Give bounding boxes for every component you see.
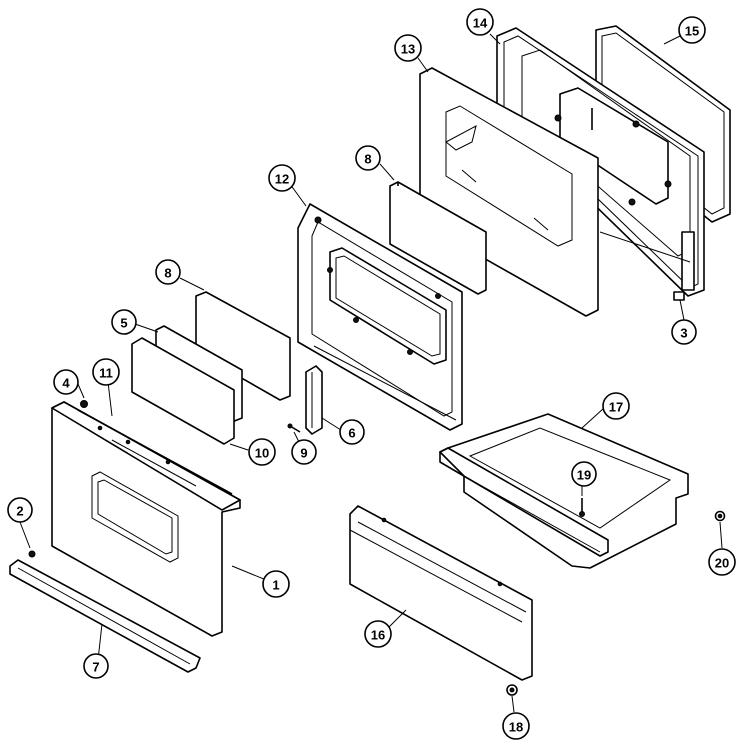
callout-4-label: 4 [62,376,70,391]
callout-4: 4 [53,369,79,395]
part-screw-9 [287,423,301,433]
callout-8-upper: 8 [355,145,381,171]
part-glass-front [131,337,235,445]
callout-18: 18 [502,712,530,740]
part-screw-19 [579,498,585,517]
callout-1-label: 1 [272,578,279,593]
part-nut-18 [506,684,518,696]
callout-2-label: 2 [16,504,23,519]
part-nut-20 [714,510,726,522]
callout-14-label: 14 [473,16,488,31]
callout-20-label: 20 [715,556,729,571]
part-hinge-bracket [305,365,323,435]
part-drawer-front [349,505,533,681]
callout-10: 10 [248,438,276,466]
callout-12-label: 12 [275,172,289,187]
callout-13-label: 13 [401,42,415,57]
callout-10-label: 10 [255,446,269,461]
callout-19: 19 [571,461,597,487]
callout-3-label: 3 [680,326,687,341]
part-inner-door-liner [496,27,705,297]
part-trim-strip [77,409,233,495]
callout-19-label: 19 [577,468,591,483]
callout-3: 3 [671,319,697,345]
callout-7: 7 [83,653,109,679]
callout-15: 15 [678,16,706,44]
callout-1: 1 [262,570,290,598]
callout-6: 6 [339,419,365,445]
part-glass-upper [389,181,487,295]
callout-8-middle-label: 8 [164,266,171,281]
part-door-inner-panel [297,203,463,431]
callout-18-label: 18 [509,720,523,735]
callout-15-label: 15 [685,24,699,39]
part-screw-2 [28,550,36,558]
callout-14: 14 [466,8,494,36]
callout-11-label: 11 [99,366,113,381]
callout-9-label: 9 [300,446,307,461]
callout-5-label: 5 [120,316,127,331]
callout-7-label: 7 [92,660,99,675]
callout-8-middle: 8 [155,259,181,285]
part-clip-3 [673,291,685,301]
part-kick-plate [9,559,201,673]
part-inner-glass-frame [419,67,599,317]
callout-17: 17 [602,392,630,420]
part-screw-4 [80,400,88,408]
callout-11: 11 [92,358,120,386]
part-drawer-body [439,413,689,569]
callout-2: 2 [7,497,33,523]
callout-12: 12 [268,164,296,192]
callout-13: 13 [394,34,422,62]
callout-5: 5 [111,309,137,335]
callout-16: 16 [364,620,392,648]
callout-20: 20 [708,548,736,576]
callout-9: 9 [291,439,317,465]
part-outer-door [51,401,241,637]
callout-16-label: 16 [371,628,385,643]
callout-17-label: 17 [609,400,623,415]
callout-6-label: 6 [348,426,355,441]
callout-8-upper-label: 8 [364,152,371,167]
